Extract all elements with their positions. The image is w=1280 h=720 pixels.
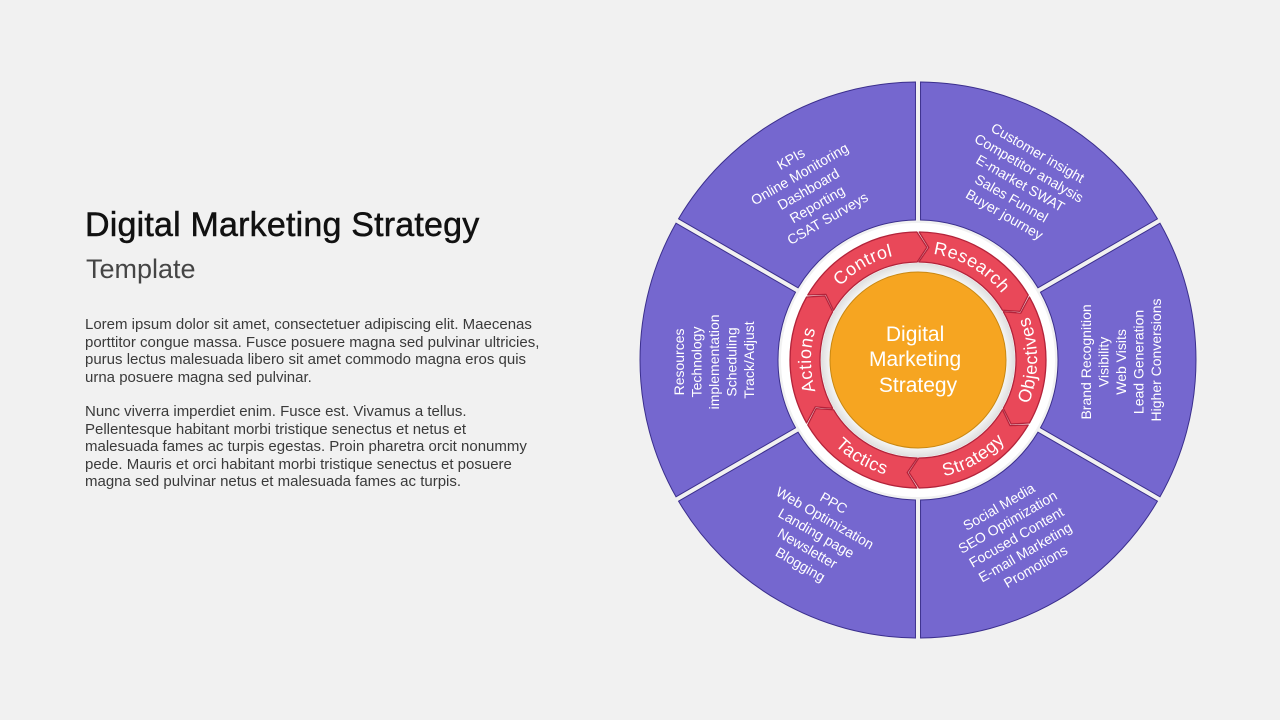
segment-item: Brand Recognition <box>1078 304 1094 419</box>
paragraph-line: porttitor congue massa. Fusce posuere ma… <box>85 333 540 351</box>
segment-item: Higher Conversions <box>1148 299 1164 422</box>
center-line: Strategy <box>879 374 958 397</box>
segment-item: Track/Adjust <box>741 321 757 398</box>
page-title: Digital Marketing Strategy <box>85 206 480 245</box>
paragraph-line: Pellentesque habitant morbi tristique se… <box>85 420 467 438</box>
body-paragraph-1: Lorem ipsum dolor sit amet, consectetuer… <box>85 316 605 386</box>
center-line: Marketing <box>869 348 961 371</box>
segment-item: Resources <box>671 328 687 395</box>
paragraph-line: Lorem ipsum dolor sit amet, consectetuer… <box>85 316 532 333</box>
body-paragraph-2: Nunc viverra imperdiet enim. Fusce est. … <box>85 403 605 491</box>
segment-text-actions: Resources Technology implementation Sche… <box>671 311 757 410</box>
paragraph-line: Nunc viverra imperdiet enim. Fusce est. … <box>85 403 467 420</box>
center-line: Digital <box>886 323 944 346</box>
segment-item: implementation <box>706 314 722 409</box>
segment-item: Web Visits <box>1113 329 1129 395</box>
svg-text:Resources Technology: Resources Technology implementation Sche… <box>671 311 757 410</box>
segment-item: Technology <box>689 327 705 398</box>
page-subtitle: Template <box>86 254 196 284</box>
paragraph-line: pede. Mauris et orci habitant morbi tris… <box>85 455 512 473</box>
paragraph-line: urna posuere magna sed pulvinar. <box>85 368 312 386</box>
center-circle <box>829 271 1007 449</box>
segment-item: Lead Generation <box>1131 310 1147 414</box>
paragraph-line: magna sed pulvinar netus et malesuada fa… <box>85 473 462 491</box>
paragraph-line: purus lectus malesuada libero sit amet c… <box>85 351 527 369</box>
segment-item: Scheduling <box>724 327 740 396</box>
center-title: Digital Marketing Strategy <box>869 323 967 397</box>
paragraph-line: malesuada fames ac turpis egestas. Proin… <box>85 438 527 456</box>
segment-item: Visibility <box>1096 337 1112 387</box>
svg-text:Brand Recognition Visibi: Brand Recognition Visibility Web Visits … <box>1078 299 1164 422</box>
segment-text-objectives: Brand Recognition Visibility Web Visits … <box>1078 299 1164 422</box>
